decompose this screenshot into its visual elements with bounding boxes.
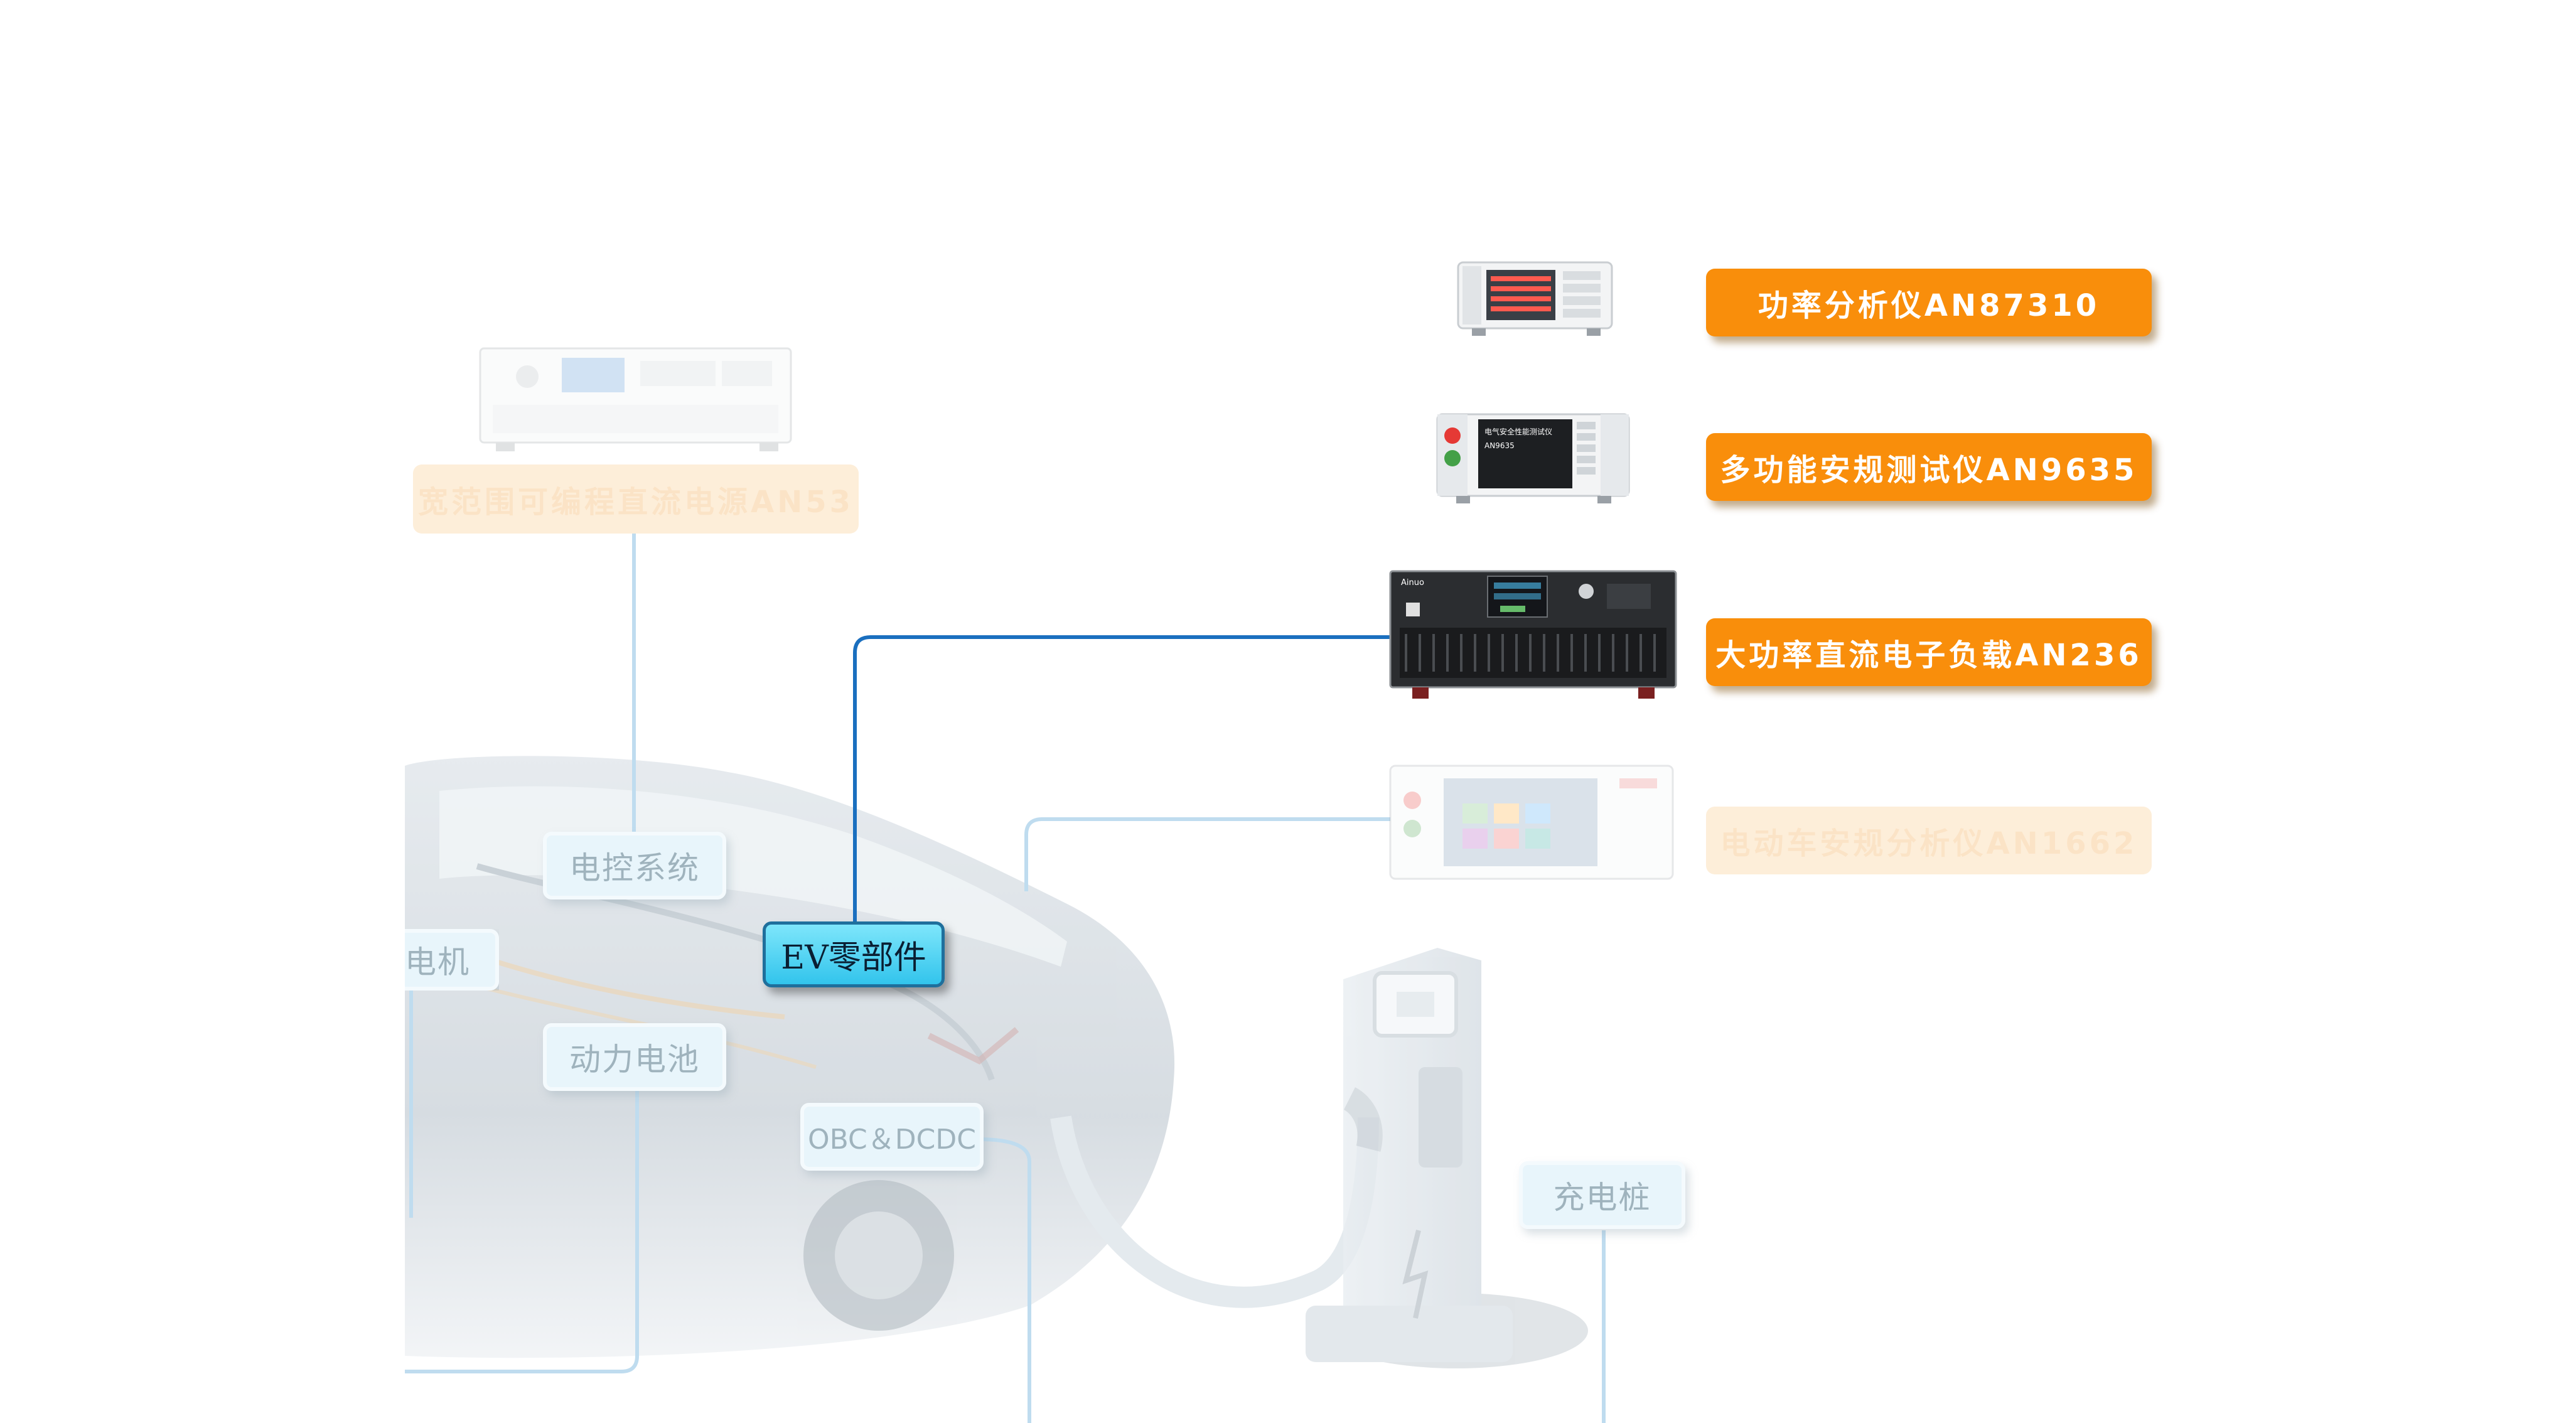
- safety-tester-device: 电气安全性能测试仪 AN9635: [1436, 413, 1630, 503]
- electronic-load-device: Ainuo: [1389, 570, 1677, 699]
- link-battery-down: [405, 1080, 639, 1373]
- product-label-ev-safety-analyzer[interactable]: 电动车安规分析仪AN1662: [1706, 807, 2152, 874]
- product-label-dc-power-supply[interactable]: 宽范围可编程直流电源AN53: [413, 464, 859, 534]
- node-battery[interactable]: 动力电池: [543, 1023, 726, 1091]
- product-label-safety-tester-text: 多功能安规测试仪AN9635: [1720, 453, 2138, 488]
- link-obc-down: [979, 1137, 1031, 1423]
- dc-power-supply-device: [479, 347, 792, 451]
- safety-tester-screen-model: AN9635: [1484, 441, 1515, 450]
- node-charger[interactable]: 充电桩: [1519, 1161, 1685, 1229]
- product-label-safety-tester[interactable]: 多功能安规测试仪AN9635: [1706, 433, 2152, 501]
- node-motor-label: 电机: [405, 944, 470, 980]
- node-battery-label: 动力电池: [569, 1041, 700, 1078]
- node-obc-dcdc-label: OBC＆DCDC: [808, 1124, 976, 1156]
- node-obc-dcdc[interactable]: OBC＆DCDC: [800, 1103, 984, 1171]
- electronic-load-brand: Ainuo: [1401, 578, 1424, 588]
- link-ev-to-electronic-load: [853, 635, 1390, 923]
- product-label-electronic-load-text: 大功率直流电子负载AN236: [1715, 638, 2142, 673]
- ev-safety-analyzer-device: [1389, 765, 1674, 880]
- product-label-electronic-load[interactable]: 大功率直流电子负载AN236: [1706, 618, 2152, 686]
- node-ev-components-label: EV零部件: [781, 939, 926, 977]
- node-ecu[interactable]: 电控系统: [543, 832, 726, 899]
- node-ev-components[interactable]: EV零部件: [763, 921, 945, 987]
- product-label-dc-power-supply-text: 宽范围可编程直流电源AN53: [417, 485, 854, 520]
- link-ev-safety-analyzer: [1024, 817, 1390, 891]
- node-charger-label: 充电桩: [1553, 1179, 1651, 1216]
- product-label-power-analyzer-text: 功率分析仪AN87310: [1758, 288, 2100, 323]
- charging-pile: [1306, 948, 1588, 1368]
- product-label-ev-safety-analyzer-text: 电动车安规分析仪AN1662: [1720, 826, 2138, 861]
- power-analyzer-device: [1457, 261, 1613, 336]
- safety-tester-screen-title: 电气安全性能测试仪: [1484, 427, 1552, 436]
- node-ecu-label: 电控系统: [569, 850, 700, 886]
- product-label-power-analyzer[interactable]: 功率分析仪AN87310: [1706, 269, 2152, 336]
- node-motor[interactable]: 电机: [405, 929, 499, 991]
